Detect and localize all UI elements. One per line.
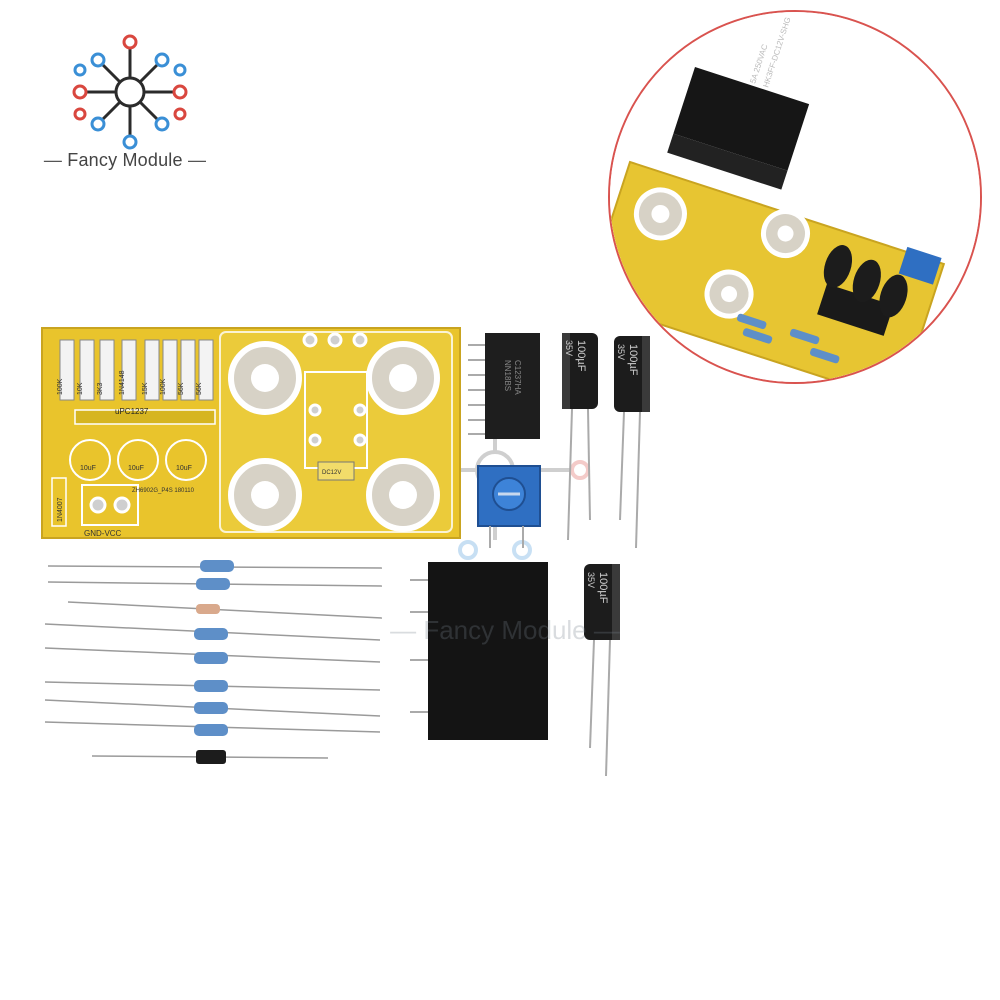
ic-chip [468,333,540,439]
relay [410,562,548,740]
brand-name-label: Fancy Module [67,150,183,170]
watermark: — Fancy Module — [390,615,620,645]
capacitor-2 [614,336,650,549]
capacitor-3 [584,564,620,777]
circuit-logo-icon [72,34,188,150]
pcb-board [41,327,461,539]
trimmer-potentiometer [477,465,541,548]
watermark-label: Fancy Module [423,615,587,645]
capacitor-1 [562,333,598,541]
resistor-bodies [194,560,234,764]
assembled-board-photo: 5A 250VAC HK3FF-DC12V-SHG [610,12,980,382]
brand-logo [40,20,240,180]
brand-name: — Fancy Module — [43,150,207,170]
assembled-board-inset: 5A 250VAC HK3FF-DC12V-SHG [608,10,982,384]
